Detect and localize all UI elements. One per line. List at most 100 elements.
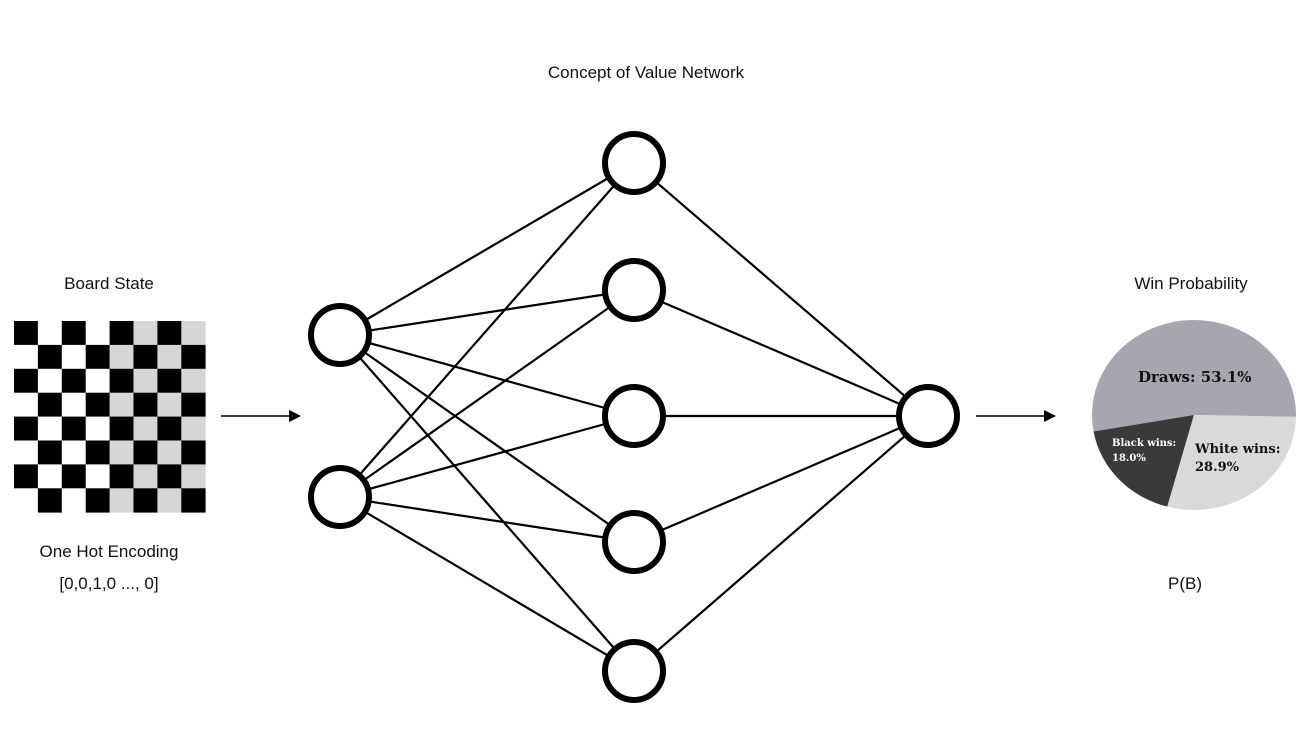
board-square [85, 464, 110, 489]
board-square [109, 368, 134, 394]
board-square [157, 440, 182, 465]
board-square [37, 368, 63, 394]
hidden-node [602, 131, 666, 195]
network-connection [339, 333, 635, 418]
board-square [157, 416, 182, 441]
board-square [85, 368, 110, 394]
board-square [157, 392, 182, 417]
pie-label-white-wins: White wins: [1194, 442, 1281, 457]
board-square [109, 440, 134, 465]
network-connection [339, 414, 635, 499]
board-square [157, 464, 182, 489]
board-square [109, 321, 134, 346]
chessboard [14, 321, 206, 513]
board-square [85, 488, 110, 513]
board-square [181, 416, 206, 441]
board-square [37, 344, 63, 370]
board-square [133, 368, 158, 394]
board-square [14, 368, 39, 394]
network-connection [339, 495, 635, 544]
board-square [133, 344, 158, 370]
hidden-node [602, 639, 666, 703]
pie-value-white-wins: 28.9% [1195, 460, 1240, 475]
board-square [181, 440, 206, 465]
board-square [109, 488, 134, 513]
board-square [157, 344, 182, 370]
pie-slice-black-wins [1093, 415, 1194, 507]
board-square [61, 416, 87, 441]
network-connection [339, 334, 635, 672]
pie-label-draws: Draws: 53.1% [1138, 368, 1252, 386]
board-square [181, 464, 206, 489]
input-node [308, 303, 372, 367]
board-square [61, 368, 87, 394]
board-square [61, 488, 87, 513]
board-square [14, 392, 39, 417]
board-square [109, 416, 134, 441]
board-square [14, 321, 39, 346]
board-square [133, 440, 158, 465]
board-square [181, 368, 206, 394]
probability-formula: P(B) [1168, 574, 1202, 593]
board-square [157, 368, 182, 394]
board-square [61, 321, 87, 346]
board-square [37, 392, 63, 417]
board-square [14, 440, 39, 465]
board-square [85, 440, 110, 465]
board-square [37, 488, 63, 513]
board-square [85, 416, 110, 441]
board-square [109, 344, 134, 370]
diagram-title: Concept of Value Network [547, 63, 745, 82]
pie-slice-white-wins [1167, 415, 1296, 510]
input-node [308, 465, 372, 529]
board-square [37, 440, 63, 465]
board-square [133, 416, 158, 441]
board-square [181, 344, 206, 370]
board-square [109, 392, 134, 417]
network-connection [339, 334, 635, 543]
board-square [181, 488, 206, 513]
board-square [85, 344, 110, 370]
win-probability-heading: Win Probability [1134, 274, 1248, 293]
pie-slice-draws [1092, 320, 1296, 432]
board-square [61, 344, 87, 370]
pie-label-black-wins: Black wins: [1112, 438, 1176, 449]
board-square [157, 321, 182, 346]
hidden-node [602, 258, 666, 322]
network-connection [339, 162, 635, 336]
network-nodes [308, 131, 960, 703]
network-connection [633, 288, 929, 418]
output-node [896, 384, 960, 448]
win-probability-pie: Draws: 53.1% Black wins: 18.0% White wins: 2… [1092, 320, 1296, 510]
board-square [181, 321, 206, 346]
board-square [133, 464, 158, 489]
board-square [133, 321, 158, 346]
network-connections [339, 162, 929, 672]
board-square [61, 464, 87, 489]
board-square [157, 488, 182, 513]
encoding-label: One Hot Encoding [39, 542, 179, 561]
board-square [37, 321, 63, 346]
board-square [61, 392, 87, 417]
board-square [37, 416, 63, 441]
board-square [14, 344, 39, 370]
board-square [61, 440, 87, 465]
board-square [181, 392, 206, 417]
encoding-value: [0,0,1,0 ..., 0] [59, 574, 159, 593]
network-connection [633, 415, 929, 672]
board-square [14, 416, 39, 441]
board-state-heading: Board State [64, 274, 154, 293]
pie-value-black-wins: 18.0% [1112, 453, 1146, 464]
board-square [133, 488, 158, 513]
board-square [109, 464, 134, 489]
network-connection [633, 162, 929, 417]
network-connection [339, 496, 635, 672]
network-connection [339, 162, 635, 498]
board-square [37, 464, 63, 489]
board-square [133, 392, 158, 417]
board-square [85, 392, 110, 417]
board-square [85, 321, 110, 346]
network-connection [339, 288, 635, 337]
network-connection [633, 414, 929, 544]
